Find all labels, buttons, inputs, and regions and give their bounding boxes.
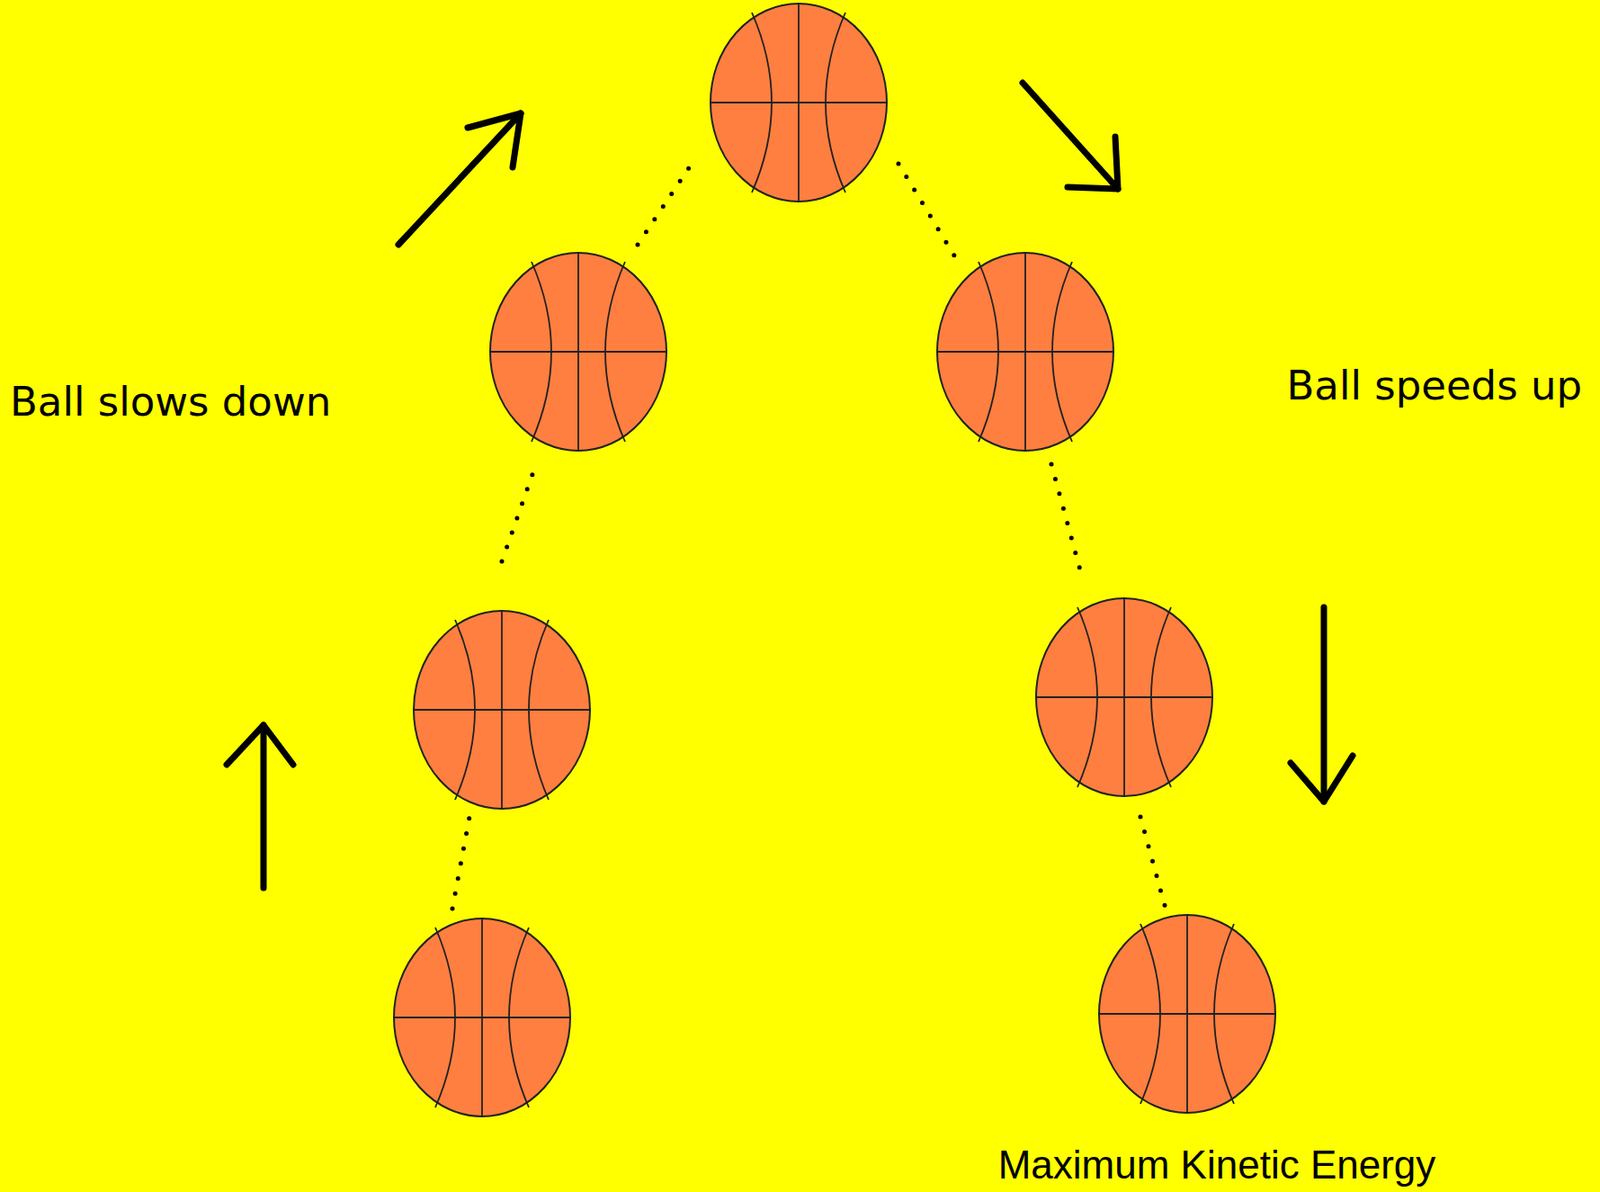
energy-note: Maximum Kinetic Energy <box>998 1142 1437 1188</box>
motion-note: Ball slows down <box>9 377 331 426</box>
basketballs <box>393 3 1276 1117</box>
motion-arrows <box>226 82 1353 888</box>
motion-note: Ball speeds up <box>1286 361 1583 410</box>
trajectory-dots <box>452 163 1166 909</box>
